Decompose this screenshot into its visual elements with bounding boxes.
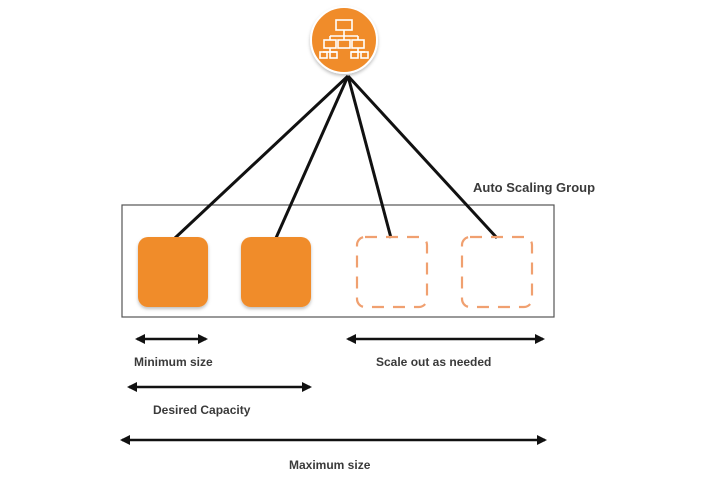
connector-line — [346, 74, 499, 240]
instance-running — [241, 237, 311, 307]
connector-line — [173, 74, 350, 240]
instance-pending — [355, 235, 429, 309]
scale-out-label: Scale out as needed — [376, 355, 491, 369]
connector-line — [274, 75, 350, 239]
instance-pending — [460, 235, 534, 309]
maximum-size-label: Maximum size — [289, 458, 371, 472]
instance-running — [138, 237, 208, 307]
load-balancer-icon — [310, 6, 378, 74]
desired-capacity-label: Desired Capacity — [153, 403, 251, 417]
connector-line — [346, 75, 393, 239]
auto-scaling-group-label: Auto Scaling Group — [473, 180, 595, 195]
auto-scaling-group-box — [121, 204, 555, 318]
minimum-size-label: Minimum size — [134, 355, 213, 369]
